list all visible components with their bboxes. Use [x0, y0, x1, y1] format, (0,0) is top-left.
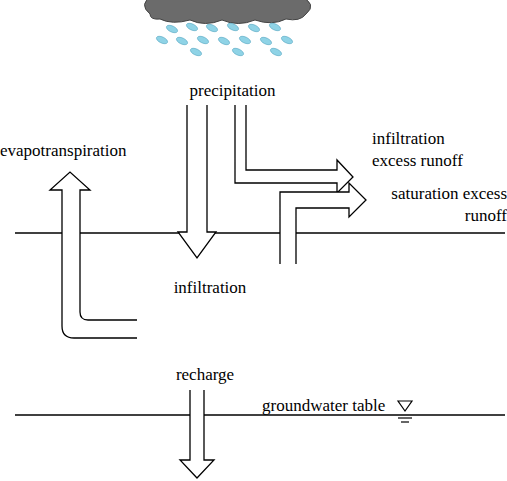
raindrop [247, 23, 260, 34]
raindrop [155, 35, 168, 46]
process-label: infiltration [150, 277, 270, 299]
process-label: infiltration excess runoff [372, 128, 478, 172]
raindrop [259, 36, 272, 47]
water-table-symbol [398, 401, 412, 422]
process-label: saturation excess runoff [362, 183, 507, 227]
rain-cloud [144, 0, 310, 24]
process-label: recharge [160, 364, 250, 386]
ground-surface-line [15, 232, 505, 233]
raindrop [238, 35, 251, 46]
raindrop [217, 36, 230, 47]
process-label: precipitation [180, 80, 285, 102]
groundwater-table-line [15, 414, 505, 415]
infiltration-excess-arrow [235, 105, 353, 193]
raindrop [226, 22, 239, 33]
saturation-excess-arrow [280, 183, 366, 264]
raindrop [280, 35, 293, 46]
raindrop [269, 47, 282, 58]
recharge-arrow [180, 390, 214, 478]
water-table-triangle [398, 401, 412, 411]
raindrop [231, 47, 244, 58]
infiltration-arrow [178, 105, 216, 258]
evapotranspiration-arrow [50, 172, 137, 338]
raindrop [175, 36, 188, 47]
water-table-tick [401, 421, 409, 422]
raindrop [189, 47, 202, 58]
raindrop [268, 22, 281, 33]
cloud-shape [144, 0, 310, 24]
water-table-tick [398, 417, 412, 418]
raindrop [165, 24, 178, 35]
raindrops [155, 22, 293, 58]
raindrop [196, 35, 209, 46]
raindrop [205, 23, 218, 34]
process-label: evapotranspiration [0, 140, 165, 162]
raindrop [185, 22, 198, 33]
water-table-label: groundwater table [262, 395, 402, 417]
